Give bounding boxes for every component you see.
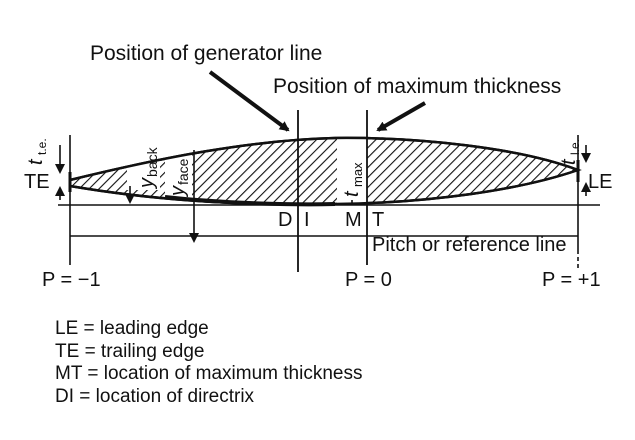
max-thickness-callout-label: Position of maximum thickness xyxy=(273,75,561,98)
legend-text: = location of maximum thickness xyxy=(87,363,363,384)
legend-abbr: DI xyxy=(55,385,74,407)
d-label: D xyxy=(278,209,292,231)
legend-item-le: LE = leading edge xyxy=(55,318,362,341)
legend-text: = location of directrix xyxy=(79,385,255,407)
p-plus1-label: P = +1 xyxy=(542,269,601,291)
legend-item-mt: MT = location of maximum thickness xyxy=(55,363,362,386)
t-le-sub: l.e. xyxy=(568,139,582,155)
p-zero-label: P = 0 xyxy=(345,269,392,291)
max-thickness-callout-arrow xyxy=(376,101,426,132)
t-max-label: t xyxy=(341,190,363,197)
legend-abbr: LE xyxy=(55,318,79,339)
te-label: TE xyxy=(24,171,50,193)
t-te-sub: t.e. xyxy=(35,138,49,155)
generator-callout-label: Position of generator line xyxy=(90,42,322,65)
generator-callout-arrow xyxy=(208,70,290,132)
y-face-label: y xyxy=(167,185,189,198)
legend-item-te: TE = trailing edge xyxy=(55,341,362,364)
legend-abbr: MT xyxy=(55,363,83,384)
t-point-label: T xyxy=(372,209,384,231)
t-le-label: t xyxy=(558,158,580,165)
legend-text: = leading edge xyxy=(83,318,209,339)
m-label: M xyxy=(345,209,362,231)
legend-abbr: TE xyxy=(55,340,80,362)
legend: LE = leading edge TE = trailing edge MT … xyxy=(55,318,362,408)
y-back-sub: back xyxy=(144,146,160,177)
i-label: I xyxy=(304,209,310,231)
y-face-sub: face xyxy=(175,158,191,185)
pitch-line-label: Pitch or reference line xyxy=(372,234,567,256)
p-minus1-label: P = −1 xyxy=(42,269,101,291)
t-te-label: t xyxy=(25,158,47,165)
t-max-sub: max xyxy=(350,162,365,187)
legend-item-di: DI = location of directrix xyxy=(55,386,362,409)
y-back-label: y xyxy=(136,177,158,190)
le-label: LE xyxy=(588,171,612,193)
legend-text: = trailing edge xyxy=(84,340,205,362)
